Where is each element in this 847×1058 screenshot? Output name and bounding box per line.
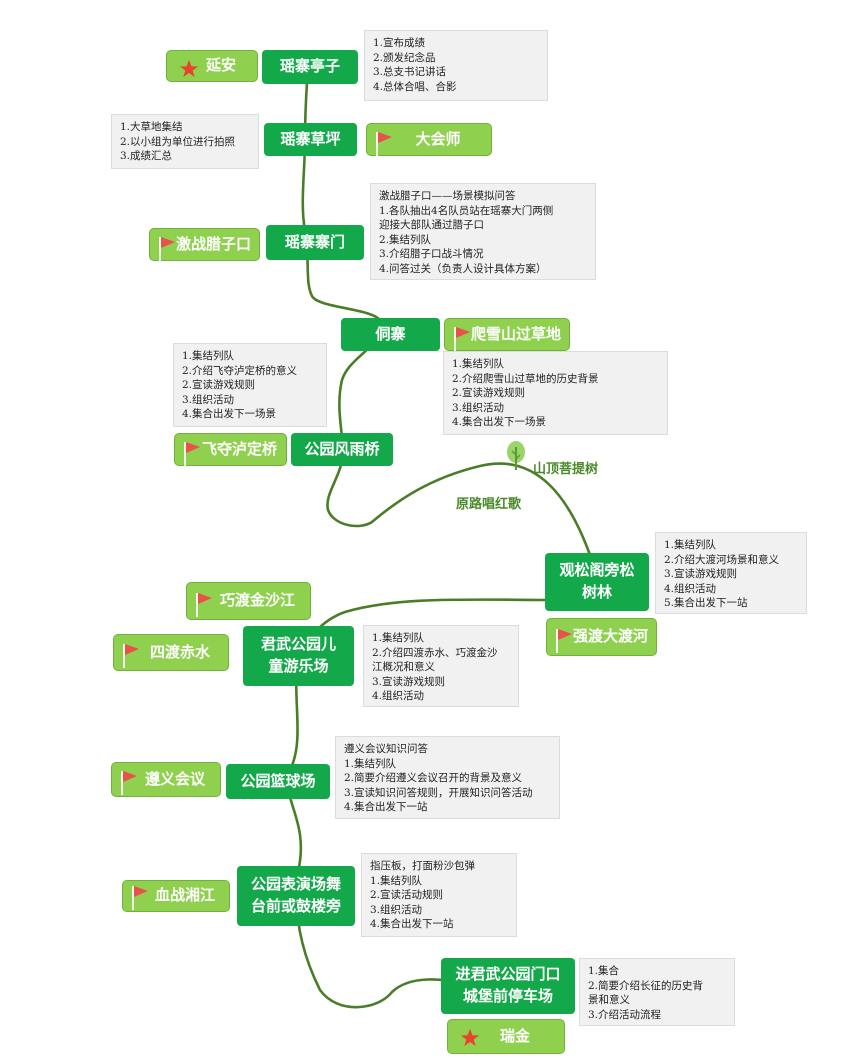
tag-label: 大会师 bbox=[415, 129, 461, 148]
tree-icon bbox=[507, 441, 525, 470]
tag-qiangdu-daduhe: 强渡大渡河 bbox=[546, 618, 657, 656]
flag-icon bbox=[132, 886, 148, 910]
station-label: 观松阁旁松树林 bbox=[559, 561, 635, 601]
station-label: 瑶寨草坪 bbox=[280, 129, 341, 148]
tag-zunyi-huiyi: 遵义会议 bbox=[111, 762, 221, 797]
tag-sidu-chishui: 四渡赤水 bbox=[113, 634, 229, 671]
flag-icon bbox=[184, 442, 200, 466]
tag-dahuishi: 大会师 bbox=[366, 123, 492, 156]
station-gongyuan-fengyuqiao: 公园风雨桥 bbox=[291, 433, 393, 466]
flag-icon bbox=[556, 629, 572, 653]
label-yuanlu-changhongge: 原路唱红歌 bbox=[456, 497, 522, 512]
label-shanding-putishu: 山顶菩提树 bbox=[533, 462, 599, 477]
tag-paxueshan: 爬雪山过草地 bbox=[444, 318, 570, 351]
station-gongyuan-lanqiuchang: 公园篮球场 bbox=[226, 764, 330, 799]
station-label: 公园表演场舞台前或鼓楼旁 bbox=[250, 875, 341, 915]
station-yaozhai-zhaimen: 瑶寨寨门 bbox=[266, 225, 364, 260]
station-label: 君武公园儿童游乐场 bbox=[260, 635, 336, 675]
station-junwu-menkou: 进君武公园门口城堡前停车场 bbox=[441, 958, 575, 1014]
tag-label: 爬雪山过草地 bbox=[470, 324, 561, 343]
star-icon bbox=[460, 1028, 480, 1047]
flag-icon bbox=[376, 132, 392, 156]
station-junwu-youlechang: 君武公园儿童游乐场 bbox=[243, 626, 354, 686]
tag-label: 瑞金 bbox=[499, 1026, 530, 1045]
flag-icon bbox=[121, 771, 137, 795]
tag-qiaodu-jinshajiang: 巧渡金沙江 bbox=[186, 582, 311, 620]
tag-label: 血战湘江 bbox=[154, 886, 215, 905]
station-label: 侗寨 bbox=[375, 324, 406, 343]
tag-label: 四渡赤水 bbox=[149, 642, 210, 661]
station-guansongge: 观松阁旁松树林 bbox=[545, 553, 649, 611]
station-yaozhai-tingzi: 瑶寨亭子 bbox=[262, 50, 358, 84]
tag-label: 飞夺泸定桥 bbox=[201, 439, 277, 458]
station-label: 瑶寨寨门 bbox=[284, 232, 345, 251]
tag-xuezhan-xiangjiang: 血战湘江 bbox=[122, 880, 230, 912]
tag-yanan: 延安 bbox=[166, 50, 258, 82]
tag-label: 巧渡金沙江 bbox=[219, 591, 295, 610]
tag-label: 强渡大渡河 bbox=[572, 627, 648, 646]
station-label: 瑶寨亭子 bbox=[279, 57, 340, 76]
station-yaozhai-caoping: 瑶寨草坪 bbox=[264, 123, 357, 156]
tag-label: 激战腊子口 bbox=[175, 234, 251, 253]
flag-icon bbox=[159, 237, 175, 261]
tag-feiduo-ludingqiao: 飞夺泸定桥 bbox=[174, 433, 287, 466]
tag-label: 遵义会议 bbox=[144, 769, 205, 788]
station-label: 公园风雨桥 bbox=[304, 439, 380, 458]
flag-icon bbox=[123, 644, 139, 668]
flag-icon bbox=[454, 327, 470, 351]
star-icon bbox=[179, 59, 199, 78]
station-dong-zhai: 侗寨 bbox=[341, 318, 440, 351]
station-label: 进君武公园门口城堡前停车场 bbox=[455, 965, 561, 1005]
flag-icon bbox=[196, 593, 212, 617]
station-gongyuan-biaoyanchang: 公园表演场舞台前或鼓楼旁 bbox=[237, 866, 355, 926]
station-label: 公园篮球场 bbox=[240, 771, 316, 790]
tag-jizhan-lazikou: 激战腊子口 bbox=[149, 228, 260, 261]
tag-ruijin: 瑞金 bbox=[447, 1019, 565, 1054]
tag-label: 延安 bbox=[205, 56, 236, 75]
